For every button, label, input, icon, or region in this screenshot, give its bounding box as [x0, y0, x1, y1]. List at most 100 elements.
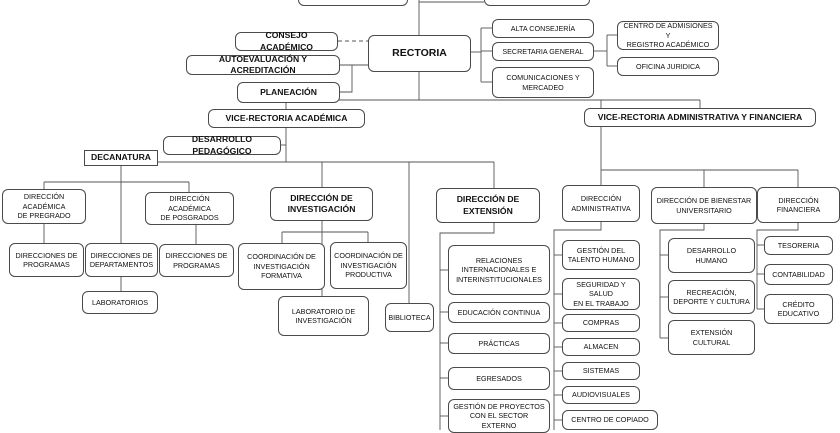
node-contabilidad: CONTABILIDAD [764, 264, 833, 285]
node-secretaria: SECRETARIA GENERAL [492, 42, 594, 61]
node-label: COMUNICACIONES Y MERCADEO [506, 73, 580, 92]
node-desarrollo-pedagogico: DESARROLLO PEDAGÓGICO [163, 134, 281, 156]
node-talento-humano: GESTIÓN DEL TALENTO HUMANO [562, 240, 640, 270]
node-label: DIRECCIÓN ACADÉMICA DE PREGRADO [17, 192, 71, 221]
node-recreacion: RECREACIÓN, DEPORTE Y CULTURA [668, 280, 755, 314]
node-consejo: CONSEJO ACADÉMICO [235, 30, 338, 52]
node-label: LABORATORIO DE INVESTIGACIÓN [291, 306, 356, 325]
node-label: RECREACIÓN, DEPORTE Y CULTURA [673, 287, 750, 306]
node-label: PLANEACIÓN [260, 86, 317, 97]
node-autoevaluacion: AUTOEVALUACIÓN Y ACREDITACIÓN [186, 53, 340, 75]
node-relaciones: RELACIONES INTERNACIONALES E INTERINSTIT… [448, 245, 550, 295]
node-dir-bienestar: DIRECCIÓN DE BIENESTAR UNIVERSITARIO [651, 187, 757, 224]
node-label: ALMACEN [583, 342, 619, 352]
node-juridica: OFICINA JURIDICA [617, 57, 719, 76]
connector-financiera-list [756, 223, 799, 309]
node-dir-posgrados: DIRECCIÓN ACADÉMICA DE POSGRADOS [145, 192, 234, 225]
node-label: SEGURIDAD Y SALUD EN EL TRABAJO [573, 279, 629, 308]
node-label: SECRETARIA GENERAL [502, 46, 584, 56]
node-label: VICE-RECTORIA ACADÉMICA [225, 112, 348, 123]
node-direcciones-programas-2: DIRECCIONES DE PROGRAMAS [159, 244, 234, 277]
node-label: DIRECCIÓN ACADÉMICA DE POSGRADOS [160, 194, 219, 223]
node-admisiones: CENTRO DE ADMISIONES Y REGISTRO ACADÉMIC… [617, 21, 719, 50]
node-dir-pregrado: DIRECCIÓN ACADÉMICA DE PREGRADO [2, 189, 86, 224]
node-label: EXTENSIÓN CULTURAL [690, 328, 733, 347]
node-gestion-proyectos: GESTIÓN DE PROYECTOS CON EL SECTOR EXTER… [448, 399, 550, 433]
node-label: VICE-RECTORIA ADMINISTRATIVA Y FINANCIER… [597, 111, 803, 122]
node-label: CRÉDITO EDUCATIVO [777, 299, 820, 318]
node-label: DIRECCIONES DE PROGRAMAS [165, 251, 228, 270]
node-sistemas: SISTEMAS [562, 362, 640, 380]
node-label: AUDITORIA GENERAL [500, 0, 575, 2]
node-seguridad: SEGURIDAD Y SALUD EN EL TRABAJO [562, 278, 640, 310]
node-centro-copiado: CENTRO DE COPIADO [562, 410, 658, 430]
node-label: TESORERIA [777, 240, 820, 250]
node-label: AUTOEVALUACIÓN Y ACREDITACIÓN [218, 53, 308, 75]
node-label: EGRESADOS [476, 373, 522, 383]
node-label: DIRECCIONES DE PROGRAMAS [15, 250, 78, 269]
node-label: BIBLIOTECA [388, 312, 431, 322]
connector-admin-list [553, 222, 602, 430]
node-vice-administrativa: VICE-RECTORIA ADMINISTRATIVA Y FINANCIER… [584, 108, 816, 127]
node-practicas: PRÁCTICAS [448, 333, 550, 354]
node-label: CENTRO DE COPIADO [571, 415, 649, 425]
node-direcciones-departamentos: DIRECCIONES DE DEPARTAMENTOS [85, 243, 158, 277]
node-label: GESTIÓN DEL TALENTO HUMANO [567, 245, 635, 264]
node-biblioteca: BIBLIOTECA [385, 303, 434, 332]
node-label: ALTA CONSEJERÍA [510, 23, 576, 33]
node-desarrollo-humano: DESARROLLO HUMANO [668, 238, 755, 273]
node-label: COORDINACIÓN DE INVESTIGACIÓN PRODUCTIVA [334, 251, 403, 280]
node-label: DESARROLLO HUMANO [686, 246, 737, 265]
node-label: LABORATORIOS [91, 297, 149, 307]
node-label: GESTIÓN DE PROYECTOS CON EL SECTOR EXTER… [453, 401, 545, 430]
node-label: CONSEJO ACADÉMICO [260, 30, 313, 52]
node-audiovisuales: AUDIOVISUALES [562, 386, 640, 404]
node-label: AUDIOVISUALES [572, 390, 630, 400]
node-label: PRÁCTICAS [478, 338, 520, 348]
node-laboratorios: LABORATORIOS [82, 291, 158, 314]
node-alta-consejeria: ALTA CONSEJERÍA [492, 19, 594, 38]
connector-planeacion [340, 65, 353, 93]
node-top-stub [298, 0, 408, 6]
node-dir-financiera: DIRECCIÓN FINANCIERA [757, 187, 840, 223]
node-lab-investigacion: LABORATORIO DE INVESTIGACIÓN [278, 296, 369, 336]
connector-bienestar-list [659, 224, 705, 338]
node-comunicaciones: COMUNICACIONES Y MERCADEO [492, 67, 594, 98]
node-coord-formativa: COORDINACIÓN DE INVESTIGACIÓN FORMATIVA [238, 243, 325, 290]
node-educacion-continua: EDUCACIÓN CONTINUA [448, 302, 550, 323]
node-credito: CRÉDITO EDUCATIVO [764, 294, 833, 324]
node-label: OFICINA JURIDICA [636, 61, 700, 71]
node-label: RELACIONES INTERNACIONALES E INTERINSTIT… [456, 255, 542, 284]
node-label: CENTRO DE ADMISIONES Y REGISTRO ACADÉMIC… [623, 21, 713, 50]
node-tesoreria: TESORERIA [764, 236, 833, 255]
node-vice-academica: VICE-RECTORIA ACADÉMICA [208, 109, 365, 128]
node-direcciones-programas-1: DIRECCIONES DE PROGRAMAS [9, 243, 84, 277]
node-label: COMPRAS [582, 318, 620, 328]
node-label: DIRECCIÓN DE BIENESTAR UNIVERSITARIO [656, 196, 752, 215]
node-label: DIRECCIÓN FINANCIERA [776, 195, 821, 214]
node-dir-extension: DIRECCIÓN DE EXTENSIÓN [436, 188, 540, 223]
node-label: COORDINACIÓN DE INVESTIGACIÓN FORMATIVA [247, 252, 316, 281]
node-coord-productiva: COORDINACIÓN DE INVESTIGACIÓN PRODUCTIVA [330, 242, 407, 289]
node-label: EDUCACIÓN CONTINUA [457, 307, 541, 317]
node-dir-administrativa: DIRECCIÓN ADMINISTRATIVA [562, 185, 640, 222]
node-egresados: EGRESADOS [448, 367, 550, 390]
node-rectoria: RECTORIA [368, 35, 471, 72]
node-label: DESARROLLO PEDAGÓGICO [191, 134, 253, 156]
node-extension-cultural: EXTENSIÓN CULTURAL [668, 320, 755, 355]
node-label: RECTORIA [392, 46, 447, 59]
node-dir-investigacion: DIRECCIÓN DE INVESTIGACIÓN [270, 187, 373, 221]
node-label: DECANATURA [91, 152, 151, 163]
node-decanatura: DECANATURA [84, 150, 158, 166]
node-compras: COMPRAS [562, 314, 640, 332]
node-label: DIRECCIÓN DE INVESTIGACIÓN [287, 192, 356, 214]
node-label: DIRECCIÓN ADMINISTRATIVA [571, 194, 631, 213]
node-label: DIRECCIÓN DE EXTENSIÓN [456, 194, 520, 216]
connector-ext-trunk [439, 223, 495, 430]
node-label: DIRECCIONES DE DEPARTAMENTOS [89, 250, 154, 269]
connector-academica-bar [120, 161, 494, 166]
node-auditoria: AUDITORIA GENERAL [484, 0, 590, 6]
node-label: CONTABILIDAD [772, 269, 825, 279]
node-label: SISTEMAS [582, 366, 620, 376]
